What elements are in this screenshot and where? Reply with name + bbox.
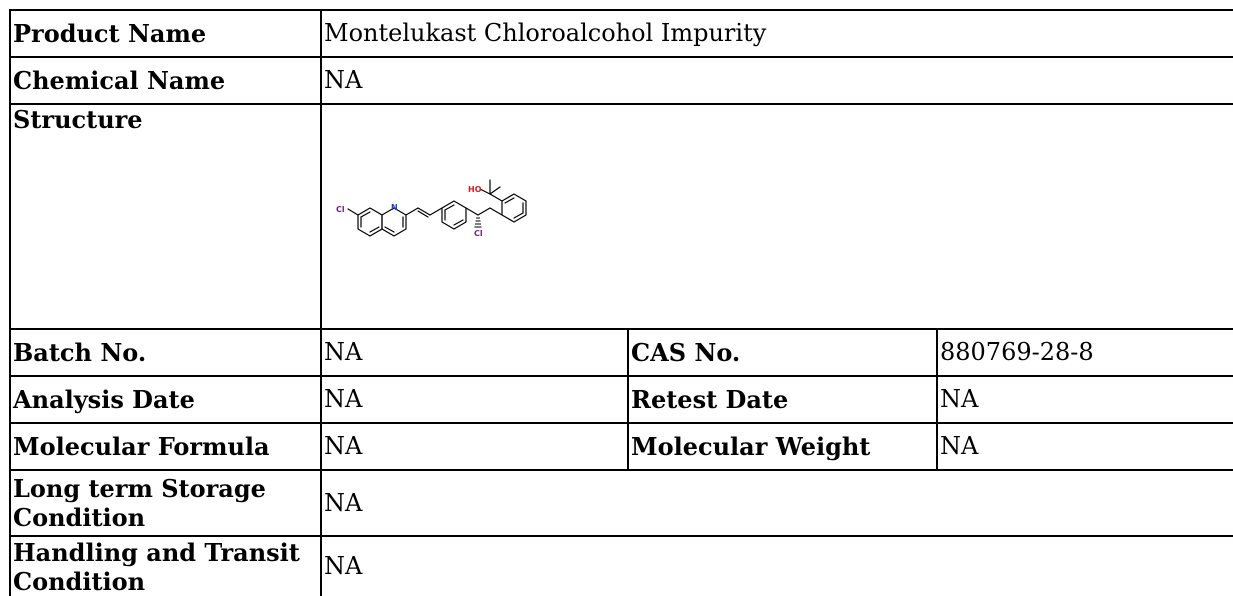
product-name-value: Montelukast Chloroalcohol Impurity: [320, 9, 1233, 58]
retest-date-value: NA: [936, 375, 1233, 424]
cas-no-label: CAS No.: [627, 328, 938, 377]
batch-no-label: Batch No.: [9, 328, 322, 377]
structure-image: Cl N HO Cl: [328, 165, 578, 275]
storage-label: Long term Storage Condition: [9, 469, 322, 537]
row-storage: Long term Storage Condition NA: [9, 469, 1233, 537]
atom-n: N: [391, 203, 398, 212]
analysis-date-value: NA: [320, 375, 629, 424]
molecular-weight-value: NA: [936, 422, 1233, 471]
product-name-label: Product Name: [9, 9, 322, 58]
handling-label: Handling and Transit Condition: [9, 535, 322, 596]
cas-no-value: 880769-28-8: [936, 328, 1233, 377]
molecular-weight-label: Molecular Weight: [627, 422, 938, 471]
atom-cl-bottom: Cl: [474, 229, 483, 238]
row-structure: Structure: [9, 103, 1233, 330]
storage-value: NA: [320, 469, 1233, 537]
atom-cl-left: Cl: [336, 205, 345, 214]
chemical-name-value: NA: [320, 56, 1233, 105]
specification-table: Product Name Montelukast Chloroalcohol I…: [9, 9, 1233, 596]
row-product-name: Product Name Montelukast Chloroalcohol I…: [9, 9, 1233, 58]
chemical-structure-drawing: Cl N HO Cl: [336, 178, 527, 238]
structure-cell: Cl N HO Cl: [320, 103, 1233, 330]
molecular-formula-label: Molecular Formula: [9, 422, 322, 471]
row-formula-weight: Molecular Formula NA Molecular Weight NA: [9, 422, 1233, 471]
row-analysis-retest: Analysis Date NA Retest Date NA: [9, 375, 1233, 424]
handling-value: NA: [320, 535, 1233, 596]
row-batch-cas: Batch No. NA CAS No. 880769-28-8: [9, 328, 1233, 377]
batch-no-value: NA: [320, 328, 629, 377]
row-chemical-name: Chemical Name NA: [9, 56, 1233, 105]
analysis-date-label: Analysis Date: [9, 375, 322, 424]
molecular-formula-value: NA: [320, 422, 629, 471]
retest-date-label: Retest Date: [627, 375, 938, 424]
structure-label: Structure: [9, 103, 322, 330]
row-handling: Handling and Transit Condition NA: [9, 535, 1233, 596]
atom-ho: HO: [468, 185, 482, 194]
chemical-name-label: Chemical Name: [9, 56, 322, 105]
